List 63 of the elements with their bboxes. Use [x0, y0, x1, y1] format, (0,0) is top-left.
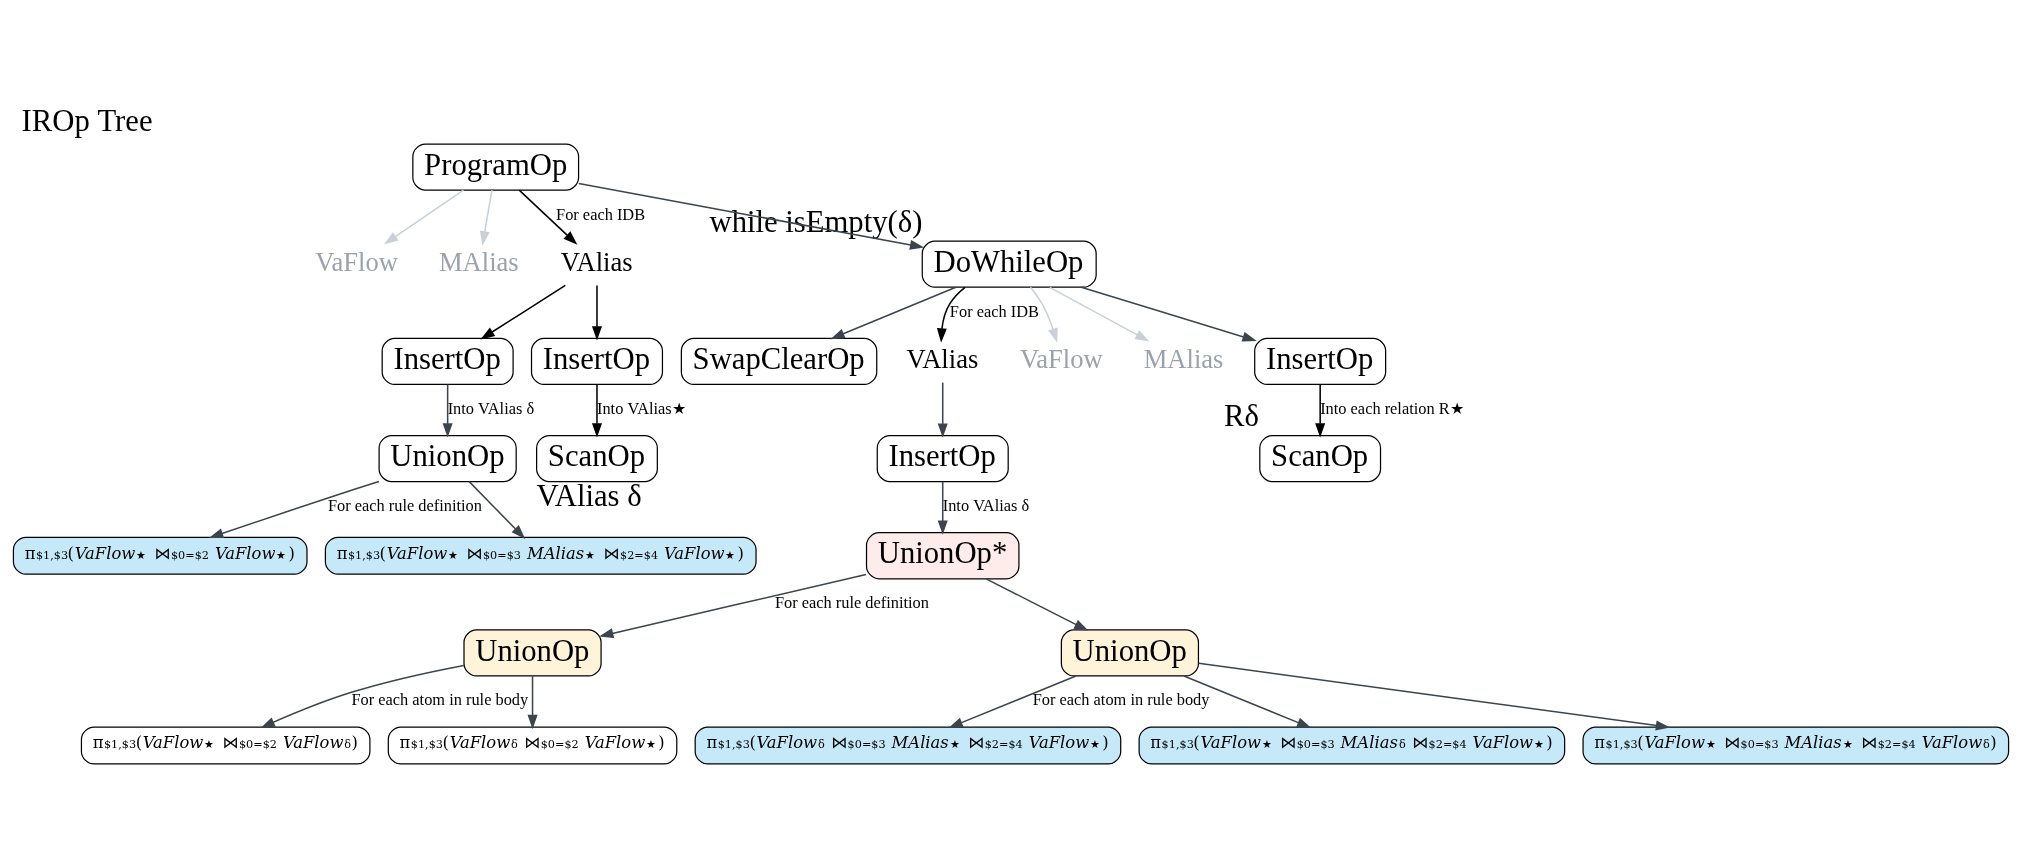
arrow — [591, 284, 602, 341]
arrow — [208, 480, 380, 538]
arrow — [1049, 286, 1150, 341]
node-text: VAlias — [560, 246, 633, 277]
arrow — [937, 480, 948, 535]
node-box: InsertOp — [876, 434, 1009, 482]
arrow — [383, 188, 465, 244]
edge-label: For each rule definition — [774, 592, 929, 612]
arrow — [468, 480, 526, 539]
node-box: ProgramOp — [412, 142, 580, 191]
node-label: Rδ — [1224, 398, 1259, 433]
node-box: π$1,$3(VaFlowδ ⋈$0=$3 MAlias★ ⋈$2=$4 VaFlow★) — [694, 725, 1122, 765]
node-box: π$1,$3(VaFlow★ ⋈$0=$2 VaFlowδ) — [80, 725, 371, 765]
arrow — [518, 188, 578, 245]
node-text: VaFlow — [1019, 343, 1103, 374]
node-box: π$1,$3(VaFlowδ ⋈$0=$2 VaFlow★) — [387, 725, 678, 765]
arrow — [442, 383, 453, 438]
arrow — [260, 664, 465, 728]
edge-label: For each IDB — [949, 301, 1039, 321]
arrow — [936, 286, 966, 343]
node-box: UnionOp* — [865, 531, 1020, 579]
arrow — [591, 383, 602, 438]
arrow — [985, 577, 1089, 631]
edge-label: For each atom in rule body — [1032, 689, 1210, 709]
node-text: MAlias — [1143, 343, 1224, 374]
arrow — [527, 675, 538, 729]
node-box: InsertOp — [1254, 337, 1387, 385]
node-box: UnionOp — [378, 434, 517, 482]
node-box: π$1,$3(VaFlow★ ⋈$0=$3 MAliasδ ⋈$2=$4 VaFlow★) — [1138, 725, 1566, 765]
node-box: SwapClearOp — [680, 337, 878, 385]
node-box: InsertOp — [530, 337, 664, 385]
node-box: DoWhileOp — [921, 240, 1097, 288]
node-label: while isEmpty(δ) — [709, 204, 923, 239]
arrow — [948, 674, 1077, 728]
edge-label: Into each relation R★ — [1320, 398, 1464, 418]
arrow — [1315, 383, 1326, 438]
edge-label: For each IDB — [556, 204, 646, 224]
node-text: VAlias — [906, 343, 979, 374]
node-box: π$1,$3(VaFlow★ ⋈$0=$3 MAlias★ ⋈$2=$4 VaFlow★) — [324, 536, 757, 575]
arrow — [1029, 286, 1058, 343]
edge-label: Into VAlias δ — [447, 398, 535, 418]
node-box: π$1,$3(VaFlow★ ⋈$0=$3 MAlias★ ⋈$2=$4 VaFlowδ) — [1582, 725, 2010, 765]
node-text: MAlias — [438, 246, 519, 277]
node-box: InsertOp — [381, 337, 514, 385]
arrow — [599, 573, 867, 638]
edge-label: Into VAlias δ — [942, 495, 1030, 515]
node-box: UnionOp — [1060, 628, 1200, 677]
edge-label: For each rule definition — [327, 495, 482, 515]
arrow — [578, 182, 925, 250]
node-text: VaFlow — [315, 246, 398, 277]
arrow — [1080, 286, 1257, 342]
diagram-title: IROp Tree — [21, 103, 153, 138]
node-box: ScanOp — [536, 434, 658, 482]
edge-label: For each atom in rule body — [351, 689, 529, 709]
arrow — [480, 284, 567, 339]
arrow — [1183, 674, 1312, 728]
arrow — [1197, 662, 1671, 730]
node-box: ScanOp — [1259, 434, 1382, 482]
node-box: UnionOp — [463, 628, 602, 677]
node-box: π$1,$3(VaFlow★ ⋈$0=$2 VaFlow★) — [12, 536, 308, 575]
arrow — [937, 381, 948, 438]
arrow — [479, 188, 493, 245]
arrow — [830, 286, 957, 339]
